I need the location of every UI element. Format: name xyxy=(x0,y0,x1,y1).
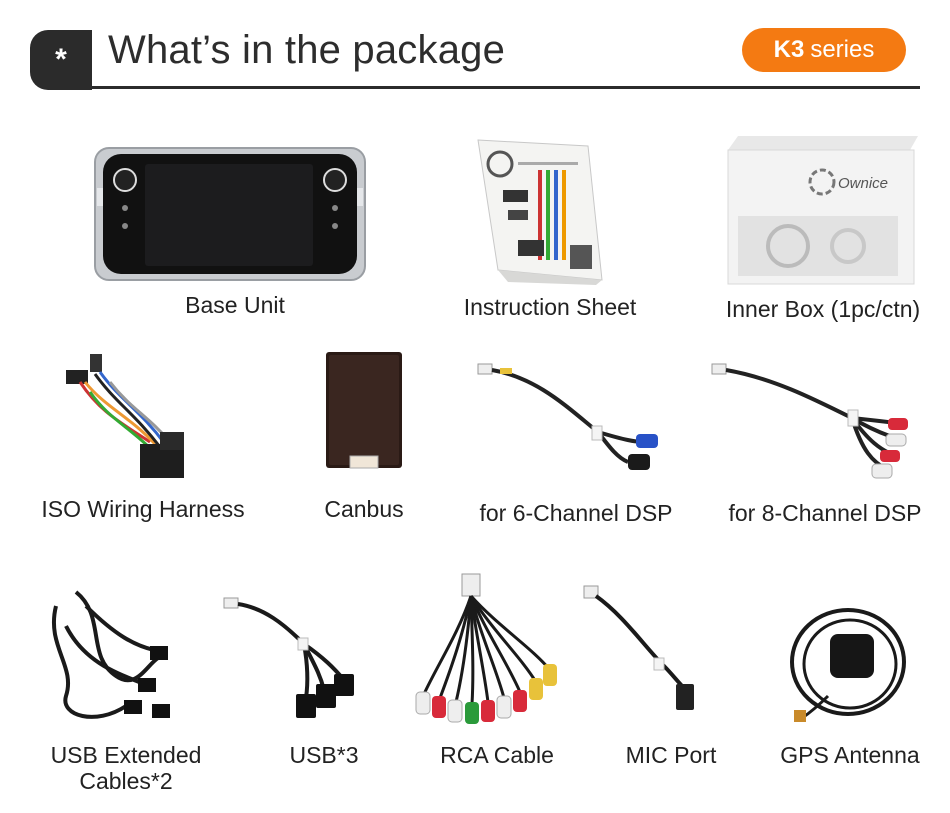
item-label: Canbus xyxy=(324,496,404,522)
inner-box-item: Ownice xyxy=(727,136,918,285)
item-label: Base Unit xyxy=(185,292,285,318)
item-label: USB*3 xyxy=(289,742,359,768)
item-label: MIC Port xyxy=(625,742,717,768)
base-unit-item xyxy=(94,147,366,281)
usb-extended-item xyxy=(46,586,176,736)
usb-3-cable-icon xyxy=(223,597,354,718)
rca-cable-icon xyxy=(415,573,557,724)
star-glyph: * xyxy=(55,43,67,76)
star-badge: * xyxy=(30,30,92,90)
dsp-6ch-cable-icon xyxy=(477,363,658,470)
wiring-harness-icon xyxy=(66,354,184,478)
rca-cable-item xyxy=(408,573,568,724)
item-label: GPS Antenna xyxy=(780,742,920,768)
gps-antenna-icon xyxy=(790,608,906,722)
canbus-item xyxy=(326,352,402,470)
item-label: Inner Box (1pc/ctn) xyxy=(725,296,921,322)
gps-antenna-item xyxy=(788,606,908,726)
instruction-sheet-icon xyxy=(477,139,603,285)
mic-port-icon xyxy=(583,585,694,710)
usb-extension-cables-icon xyxy=(52,590,170,719)
dsp-8ch-item xyxy=(711,358,912,482)
iso-harness-item xyxy=(60,352,190,482)
item-label: Instruction Sheet xyxy=(463,294,637,320)
series-model: K3 xyxy=(773,36,805,63)
instruction-sheet-item xyxy=(477,139,608,285)
item-label: for 6-Channel DSP xyxy=(479,500,673,526)
item-label: RCA Cable xyxy=(440,742,554,768)
canbus-module-icon xyxy=(326,352,402,469)
item-label: for 8-Channel DSP xyxy=(728,500,922,526)
dsp-6ch-item xyxy=(477,358,668,478)
series-text: series xyxy=(810,36,875,63)
box-brand-text: Ownice xyxy=(838,175,888,192)
title-underline xyxy=(92,86,920,89)
car-radio-icon xyxy=(94,147,366,281)
item-label: USB Extended Cables*2 xyxy=(50,742,202,794)
inner-box-icon: Ownice xyxy=(727,136,918,285)
mic-port-item xyxy=(583,585,704,712)
series-badge: K3 series xyxy=(742,28,906,72)
package-header: * What’s in the package K3 series xyxy=(30,26,920,90)
item-label: ISO Wiring Harness xyxy=(41,496,245,522)
page-title: What’s in the package xyxy=(108,28,506,72)
usb-3-item xyxy=(223,594,359,720)
dsp-8ch-cable-icon xyxy=(711,363,908,479)
